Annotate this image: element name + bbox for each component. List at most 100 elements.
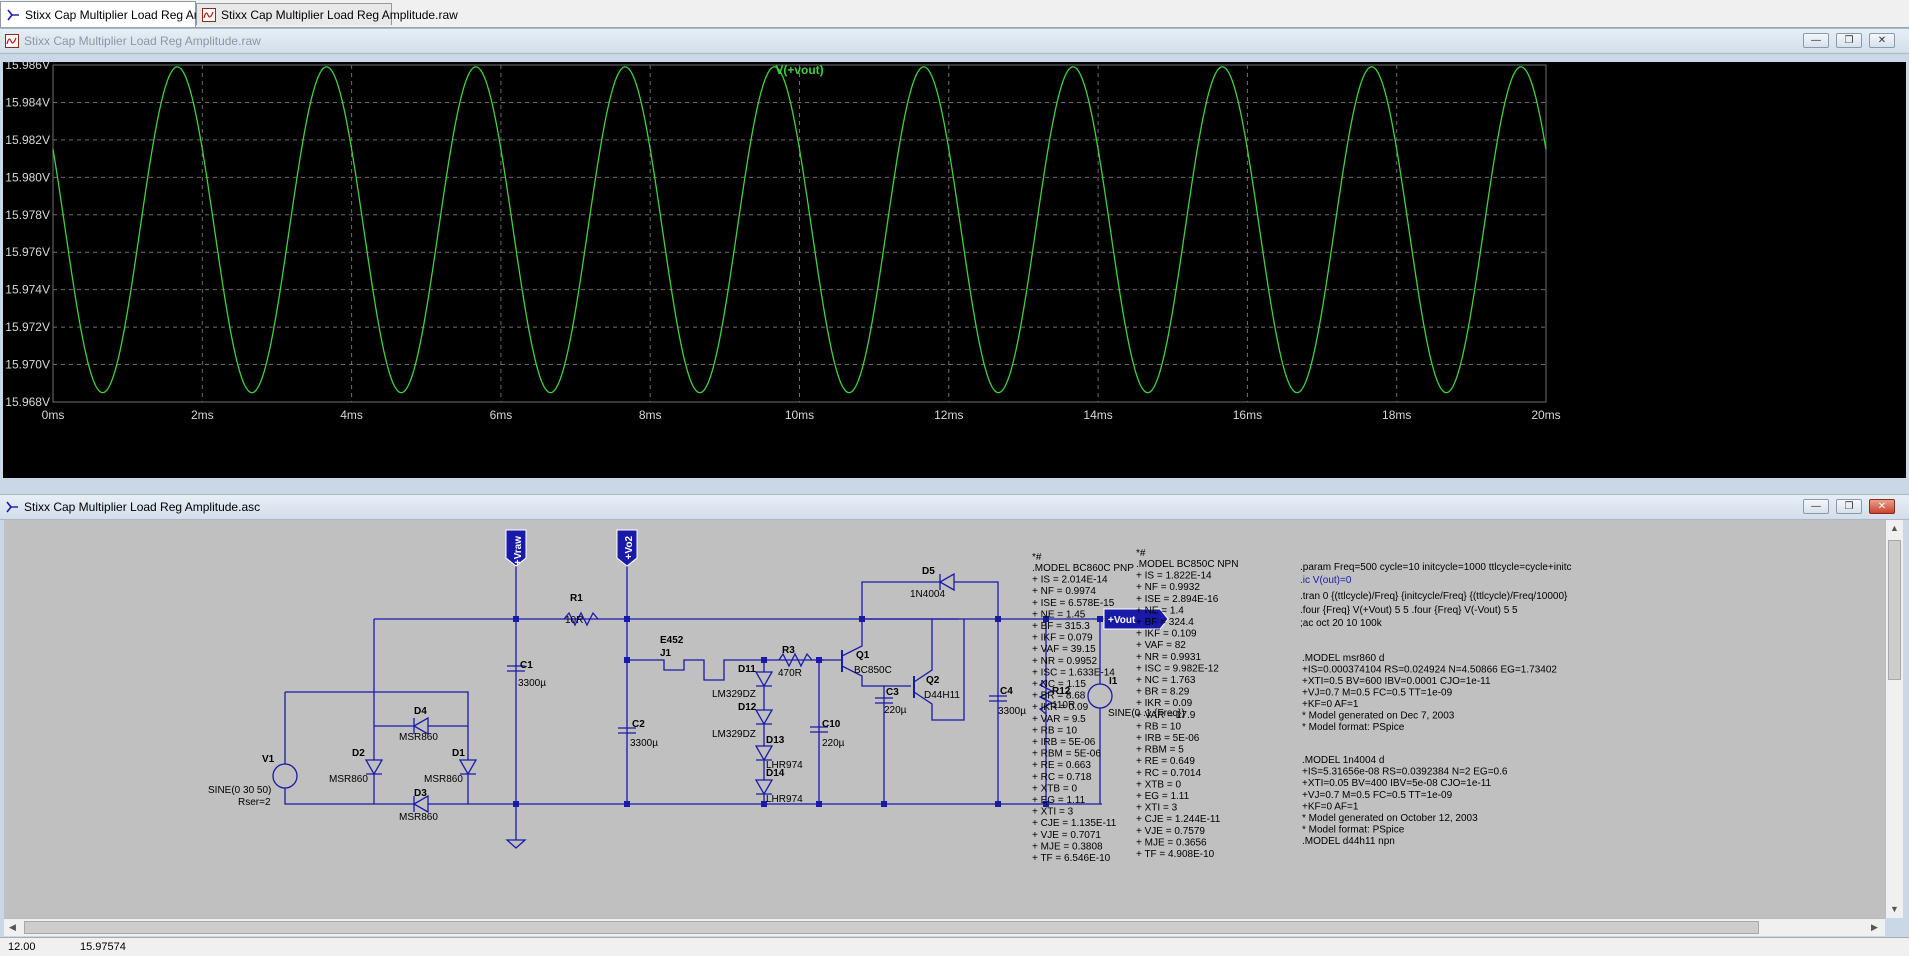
resistor-symbol [778,652,813,668]
model-line-1n4004: * Model generated on October 12, 2003 [1302,813,1478,824]
wire [841,665,885,804]
junction-dot [995,801,1001,807]
scroll-right-icon[interactable]: ▶ [1871,922,1878,932]
capacitor-symbol [810,726,828,733]
schematic-drawing[interactable]: +Vraw +Vo2 +Vout V1 SINE(0 30 50) Rser=2… [4,520,1885,918]
current-source-symbol [1087,683,1113,709]
model-line-1n4004: .MODEL 1n4004 d [1302,755,1384,766]
model-line-npn: + RB = 10 [1136,721,1181,732]
component-ref: Q1 [856,650,870,661]
model-line-pnp: + NR = 0.9952 [1032,656,1097,667]
vertical-scroll-thumb[interactable] [1888,540,1901,680]
y-tick-label: 15.980V [5,170,50,184]
window-title: Stixx Cap Multiplier Load Reg Amplitude.… [24,34,261,48]
model-line-pnp: + RBM = 5E-06 [1032,749,1101,760]
model-line-npn: + VAF = 82 [1136,640,1186,651]
model-line-pnp: + VAF = 39.15 [1032,644,1096,655]
horizontal-scroll-thumb[interactable] [24,921,1759,934]
model-line-1n4004: +KF=0 AF=1 [1302,801,1359,812]
model-line-npn: + RBM = 5 [1136,745,1184,756]
diode-symbol [754,671,774,688]
directive-param: .param Freq=500 cycle=10 initcycle=1000 … [1300,562,1572,573]
component-ref: D5 [922,566,935,577]
restore-button[interactable]: ❐ [1836,499,1862,514]
scroll-up-icon[interactable]: ▲ [1890,523,1899,533]
model-line-pnp: .MODEL BC860C PNP [1032,563,1134,574]
restore-button[interactable]: ❐ [1836,33,1862,48]
component-ref: R12 [1052,686,1071,697]
y-tick-label: 15.968V [5,395,50,409]
component-ref: C4 [1000,686,1013,697]
wire [285,691,469,726]
vertical-scrollbar[interactable]: ▲ ▼ [1885,520,1903,918]
minimize-icon: — [1811,501,1821,512]
close-button[interactable]: ✕ [1869,33,1895,48]
component-ref: C1 [520,660,533,671]
x-tick-label: 18ms [1382,408,1411,422]
model-line-npn: + MJE = 0.3656 [1136,837,1207,848]
directive-four: .four {Freq} V(+Vout) 5 5 .four {Freq} V… [1300,605,1518,616]
x-tick-label: 20ms [1531,408,1560,422]
tab-waveform[interactable]: Stixx Cap Multiplier Load Reg Amplitude.… [196,3,458,25]
model-line-pnp: + NF = 0.9974 [1032,586,1096,597]
x-tick-label: 10ms [785,408,814,422]
model-line-npn: + NR = 0.9931 [1136,652,1201,663]
wire [841,619,863,657]
model-line-pnp: + IKR = 0.09 [1032,702,1089,713]
diode-symbol [754,709,774,726]
net-flag-label: +Vout [1108,615,1136,626]
component-value: MSR860 [329,774,368,785]
close-button[interactable]: ✕ [1869,499,1895,514]
x-tick-label: 12ms [934,408,963,422]
capacitor-symbol [875,697,893,704]
scroll-down-icon[interactable]: ▼ [1890,904,1899,914]
model-line-pnp: + BF = 315.3 [1032,621,1090,632]
y-tick-label: 15.974V [5,283,50,297]
diode-symbol [412,716,429,736]
component-value: 3300µ [630,738,658,749]
component-ref: D2 [352,748,365,759]
chart-title: V(+vout) [775,63,823,77]
model-line-npn: + IKR = 0.09 [1136,698,1193,709]
component-ref: V1 [262,754,275,765]
x-tick-label: 16ms [1233,408,1262,422]
waveform-window-titlebar[interactable]: Stixx Cap Multiplier Load Reg Amplitude.… [0,28,1909,54]
model-line-npn: + CJE = 1.244E-11 [1136,814,1221,825]
minimize-button[interactable]: — [1803,33,1829,48]
model-line-npn: + BR = 8.29 [1136,687,1190,698]
model-line-npn: + VAR = 17.9 [1136,710,1196,721]
y-tick-label: 15.982V [5,133,50,147]
y-tick-label: 15.986V [5,62,50,72]
directive-tran: .tran 0 {(ttlcycle)/Freq} {initcycle/Fre… [1300,591,1568,602]
minimize-button[interactable]: — [1803,499,1829,514]
net-flag-vo2[interactable] [616,529,638,567]
status-right: 15.97574 [80,941,126,953]
minimize-icon: — [1811,35,1821,46]
model-line-pnp: + CJE = 1.135E-11 [1032,818,1117,829]
junction-dot [513,801,519,807]
schematic-canvas[interactable]: +Vraw +Vo2 +Vout V1 SINE(0 30 50) Rser=2… [4,520,1885,918]
component-ref: C10 [822,719,841,730]
document-tab-bar: Stixx Cap Multiplier Load Reg Amplitude.… [0,0,1909,28]
component-ref: D4 [414,706,427,717]
scroll-left-icon[interactable]: ◀ [9,922,16,932]
junction-dot [513,616,519,622]
model-line-pnp: + NE = 1.45 [1032,609,1086,620]
horizontal-scrollbar[interactable]: ◀ ▶ [4,918,1885,936]
wire [913,619,965,721]
net-flag-label: +Vraw [513,536,524,565]
net-flag-vout[interactable] [1103,608,1169,630]
model-line-1n4004: +IS=5.31656e-08 RS=0.0392384 N=2 EG=0.6 [1302,767,1508,778]
component-value: 3300µ [998,706,1026,717]
model-line-pnp: + MJE = 0.3808 [1032,841,1103,852]
y-tick-label: 15.972V [5,320,50,334]
x-tick-label: 8ms [639,408,662,422]
junction-dot [881,801,887,807]
component-value: LHR974 [766,794,803,805]
schematic-window-titlebar[interactable]: Stixx Cap Multiplier Load Reg Amplitude.… [0,494,1909,520]
y-tick-label: 15.970V [5,358,50,372]
tab-schematic[interactable]: Stixx Cap Multiplier Load Reg Amplitude.… [0,1,261,27]
net-flag-vraw[interactable] [505,529,527,567]
